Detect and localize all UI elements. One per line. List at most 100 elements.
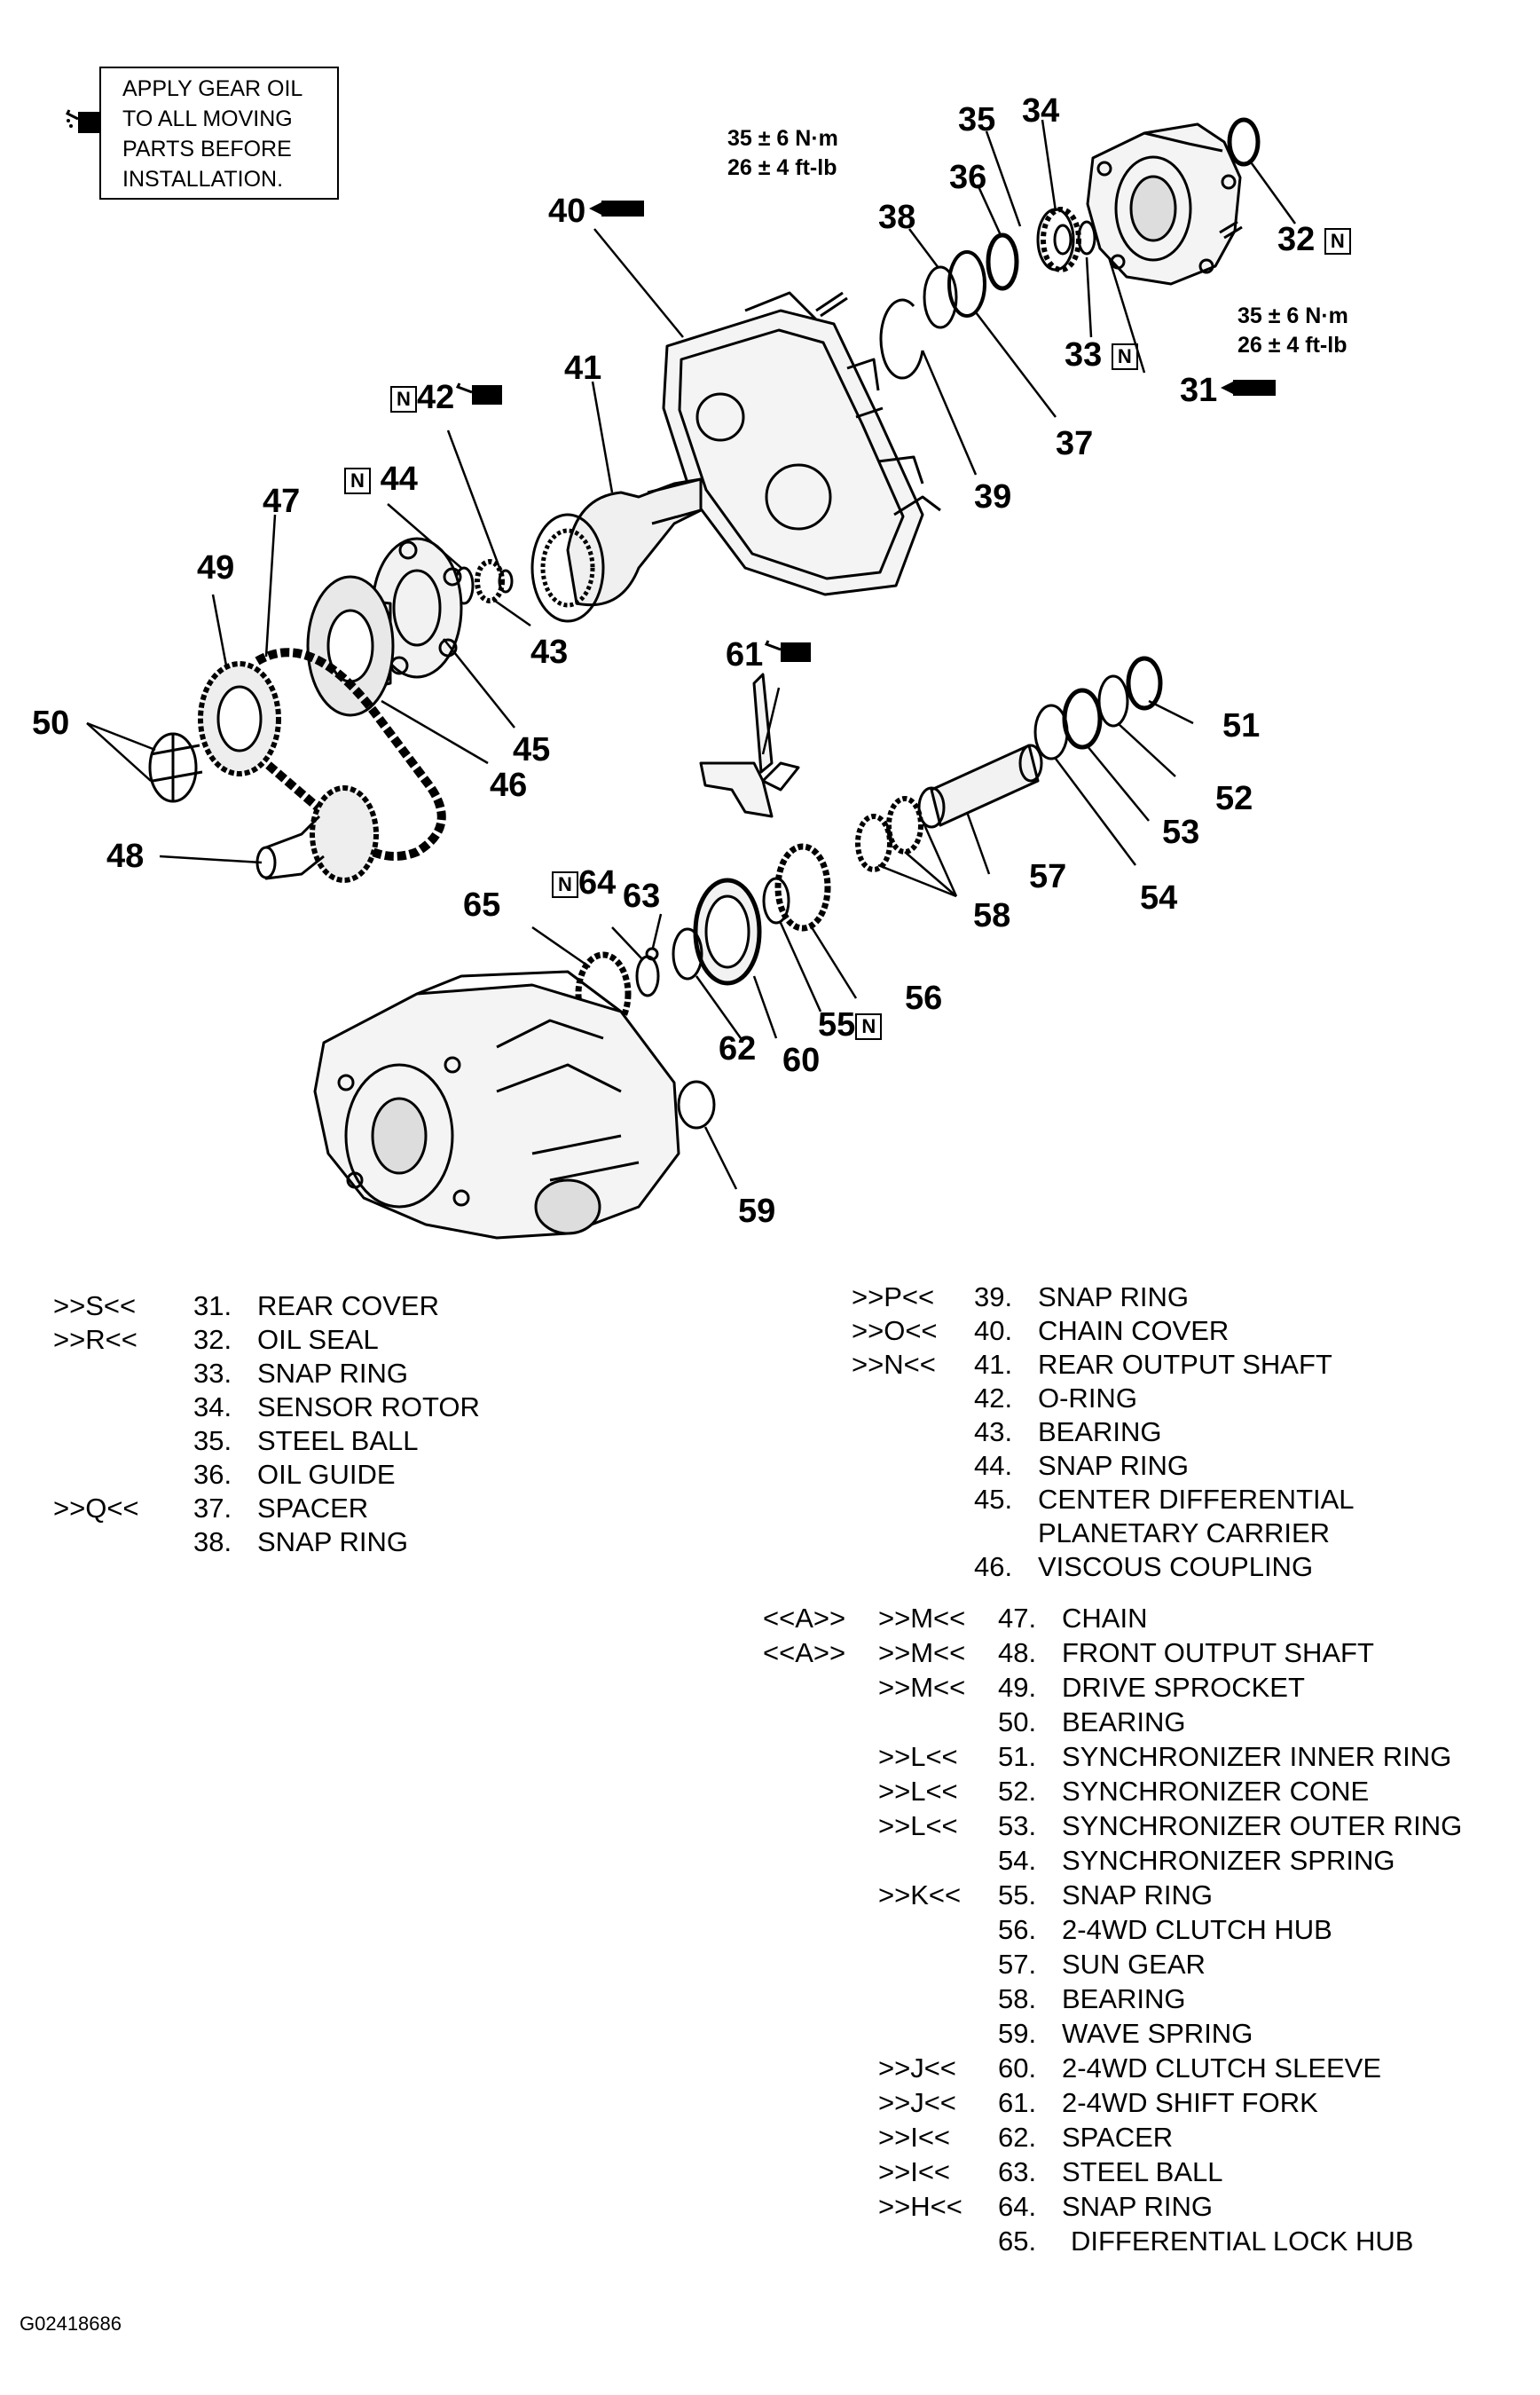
part-name: 2-4WD CLUTCH HUB	[1062, 1914, 1332, 1945]
viscous-coupling-part	[306, 575, 395, 717]
legend-row: >>M<< 49. DRIVE SPROCKET	[763, 1671, 1499, 1705]
callout-40: 40	[548, 193, 648, 229]
part-number: 45.	[974, 1484, 1013, 1515]
bearing-part	[855, 814, 892, 872]
part-number: 35.	[193, 1425, 232, 1456]
part-number: 42.	[974, 1383, 1013, 1414]
gear-oil-note: APPLY GEAR OIL TO ALL MOVING PARTS BEFOR…	[99, 67, 339, 200]
callout-35: 35	[958, 101, 996, 138]
part-number: 61.	[998, 2087, 1037, 2118]
part-number: 38.	[193, 1526, 232, 1557]
callout-52: 52	[1215, 780, 1253, 817]
clutch-hub-part	[774, 843, 831, 932]
legend-row: 54. SYNCHRONIZER SPRING	[763, 1844, 1499, 1878]
part-name: 2-4WD SHIFT FORK	[1062, 2087, 1318, 2118]
callout-37: 37	[1056, 425, 1094, 462]
callout-60: 60	[782, 1042, 821, 1079]
legend-row: >>K<< 55. SNAP RING	[763, 1879, 1499, 1912]
torque-metric: 35 ± 6 N·m	[1238, 303, 1348, 328]
pre-code: <<A>>	[763, 1603, 846, 1634]
part-name: DRIVE SPROCKET	[1062, 1672, 1305, 1703]
legend-row: 59. WAVE SPRING	[763, 2017, 1499, 2051]
step-code: >>L<<	[878, 1810, 958, 1841]
legend-row: 44. SNAP RING	[852, 1449, 1473, 1483]
part-name: SNAP RING	[1062, 1879, 1213, 1910]
bearing-part	[148, 732, 203, 803]
spacer-part	[672, 927, 703, 981]
part-name: SNAP RING	[257, 1358, 408, 1389]
callout-62: 62	[719, 1030, 757, 1068]
part-name: FRONT OUTPUT SHAFT	[1062, 1637, 1374, 1668]
step-code: >>Q<<	[53, 1493, 139, 1524]
part-name: STEEL BALL	[1062, 2156, 1223, 2187]
legend-row: >>J<< 61. 2-4WD SHIFT FORK	[763, 2086, 1499, 2120]
note-line: APPLY GEAR OIL	[122, 76, 303, 101]
callout-49: 49	[197, 549, 235, 587]
part-number: 37.	[193, 1493, 232, 1524]
part-name: CHAIN	[1062, 1603, 1148, 1634]
part-number: 58.	[998, 1983, 1037, 2014]
legend-row: 58. BEARING	[763, 1982, 1499, 2016]
callout-53: 53	[1162, 814, 1200, 851]
part-number: 49.	[998, 1672, 1037, 1703]
part-name: VISCOUS COUPLING	[1038, 1551, 1314, 1582]
step-code: >>I<<	[878, 2156, 951, 2187]
legend-row: <<A>> >>M<< 47. CHAIN	[763, 1602, 1499, 1635]
callout-36: 36	[949, 159, 987, 196]
callout-63: 63	[623, 878, 661, 915]
step-code: >>R<<	[53, 1324, 138, 1355]
legend-row: 35. STEEL BALL	[53, 1424, 550, 1458]
drive-sprocket-part	[198, 661, 281, 776]
part-name: 2-4WD CLUTCH SLEEVE	[1062, 2052, 1382, 2084]
part-name: PLANETARY CARRIER	[1038, 1517, 1331, 1548]
legend-row: >>P<< 39. SNAP RING	[852, 1280, 1473, 1314]
part-name: SYNCHRONIZER OUTER RING	[1062, 1810, 1463, 1841]
legend-row: >>I<< 62. SPACER	[763, 2121, 1499, 2155]
step-code: >>L<<	[878, 1776, 958, 1807]
clutch-sleeve-part	[693, 878, 762, 986]
snap-ring-part	[635, 955, 660, 997]
wave-spring-part	[677, 1080, 716, 1130]
legend-row: >>L<< 52. SYNCHRONIZER CONE	[763, 1775, 1499, 1808]
part-name: BEARING	[1062, 1706, 1186, 1737]
step-code: >>M<<	[878, 1672, 966, 1703]
legend-row: >>I<< 63. STEEL BALL	[763, 2155, 1499, 2189]
shift-fork-part	[699, 673, 800, 818]
snap-ring-part	[879, 298, 924, 380]
snap-ring-part	[923, 265, 958, 329]
torque-imperial: 26 ± 4 ft-lb	[1238, 333, 1348, 358]
part-name: WAVE SPRING	[1062, 2018, 1253, 2049]
part-name: OIL GUIDE	[257, 1459, 396, 1490]
part-name: SNAP RING	[1038, 1450, 1189, 1481]
part-number: 57.	[998, 1949, 1037, 1980]
part-name: CHAIN COVER	[1038, 1315, 1230, 1346]
step-code: >>O<<	[852, 1315, 938, 1346]
leader-lines	[86, 119, 1297, 1190]
sun-gear-part	[917, 744, 1043, 829]
legend-row: 38. SNAP RING	[53, 1525, 550, 1559]
part-name: BEARING	[1062, 1983, 1186, 2014]
exploded-view-drawing	[86, 117, 1297, 1240]
replace-part-mark: N	[1111, 343, 1138, 370]
callout-51: 51	[1222, 707, 1261, 744]
step-code: >>K<<	[878, 1879, 962, 1910]
front-output-shaft-part	[255, 785, 379, 883]
part-name: REAR OUTPUT SHAFT	[1038, 1349, 1332, 1380]
planetary-carrier-part	[371, 537, 463, 679]
part-name: SYNCHRONIZER CONE	[1062, 1776, 1370, 1807]
pre-code: <<A>>	[763, 1637, 846, 1668]
sealant-tube-icon	[589, 201, 645, 217]
callout-50: 50	[32, 705, 70, 742]
sealant-tube-icon	[1221, 380, 1277, 396]
transfer-case-housing-part	[313, 970, 680, 1240]
callout-32: 32 N	[1277, 222, 1351, 257]
part-name: OIL SEAL	[257, 1324, 379, 1355]
snap-ring-part	[762, 877, 790, 925]
legend-row: 36. OIL GUIDE	[53, 1458, 550, 1492]
legend-row: 56. 2-4WD CLUTCH HUB	[763, 1913, 1499, 1947]
bearing-part	[475, 559, 505, 603]
bolt-part	[815, 291, 848, 318]
replace-part-mark: N	[344, 468, 371, 494]
